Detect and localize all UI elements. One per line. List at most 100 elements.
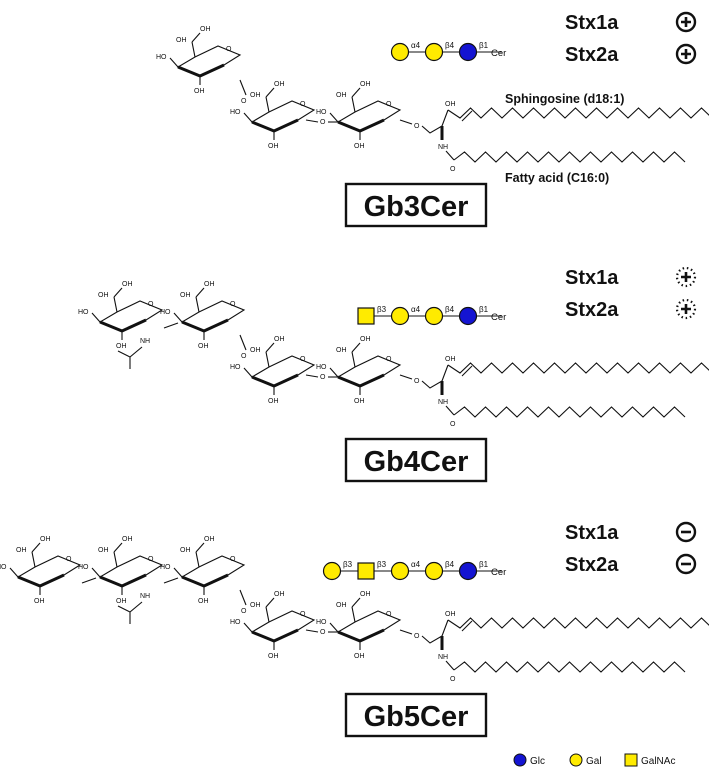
svg-text:O: O [450,676,456,683]
svg-text:HO: HO [316,109,327,116]
svg-text:O: O [300,101,306,108]
linkage-label: β4 [445,41,455,50]
svg-text:OH: OH [198,598,209,605]
galnac-symbol [357,307,375,325]
aglycone-label: Cer [491,48,506,59]
svg-text:O: O [320,119,326,126]
svg-text:OH: OH [360,81,371,88]
legend-glc-icon [513,753,527,767]
ceramide: O OH NH O [414,356,709,428]
svg-text:NH: NH [140,338,150,345]
svg-text:O: O [320,629,326,636]
compound-name-box [344,182,488,228]
toxin-label-stx1a: Stx1a [565,12,619,34]
svg-text:O: O [300,356,306,363]
svg-text:O: O [148,556,154,563]
svg-text:OH: OH [250,347,261,354]
svg-text:OH: OH [204,536,215,543]
svg-text:OH: OH [34,598,45,605]
svg-text:NH: NH [140,593,150,600]
svg-text:HO: HO [160,564,171,571]
svg-text:O: O [450,166,456,173]
svg-text:OH: OH [122,536,133,543]
svg-text:NH: NH [438,399,448,406]
svg-text:OH: OH [116,598,127,605]
binding-plus-icon [675,43,697,65]
svg-text:O: O [386,356,392,363]
svg-text:HO: HO [78,309,89,316]
svg-text:O: O [414,633,420,640]
legend-galnac-icon [624,753,638,767]
svg-text:OH: OH [180,547,191,554]
linkage-label: β3 [343,560,353,569]
svg-text:O: O [414,378,420,385]
compound-name: Gb4Cer [364,446,469,478]
glc-symbol [458,561,478,581]
svg-text:OH: OH [268,398,279,405]
svg-text:O: O [230,301,236,308]
linkage-label: β4 [445,560,455,569]
svg-text:OH: OH [40,536,51,543]
svg-text:OH: OH [274,336,285,343]
svg-text:OH: OH [176,37,187,44]
toxin-label-stx2a: Stx2a [565,44,619,66]
glc-symbol [458,42,478,62]
legend-gal-icon [569,753,583,767]
svg-text:HO: HO [316,619,327,626]
svg-text:OH: OH [336,602,347,609]
svg-text:OH: OH [274,81,285,88]
svg-text:OH: OH [122,281,133,288]
binding-plus-icon [675,11,697,33]
svg-text:OH: OH [204,281,215,288]
svg-text:OH: OH [445,611,456,618]
svg-text:OH: OH [354,143,365,150]
toxin-label-stx1a: Stx1a [565,267,619,289]
svg-text:OH: OH [268,143,279,150]
svg-text:O: O [386,101,392,108]
svg-text:O: O [320,374,326,381]
gal-symbol [424,561,444,581]
aglycone-label: Cer [491,312,506,323]
svg-text:OH: OH [198,343,209,350]
toxin-label-stx1a: Stx1a [565,522,619,544]
svg-text:HO: HO [230,619,241,626]
gal-symbol [390,306,410,326]
svg-text:OH: OH [116,343,127,350]
svg-text:O: O [386,611,392,618]
binding-minus-icon [675,553,697,575]
svg-text:O: O [226,46,232,53]
aglycone-label: Cer [491,567,506,578]
panel-gb5cer: OHOHHOOHOOHOHHOOHOOHOHHOOHONHOOHOHHOOHOO… [0,521,709,738]
svg-text:NH: NH [438,654,448,661]
glc-symbol [458,306,478,326]
svg-text:OH: OH [98,292,109,299]
svg-text:HO: HO [0,564,7,571]
fatty-acid-label: Fatty acid (C16:0) [505,171,609,185]
svg-text:OH: OH [16,547,27,554]
svg-text:O: O [241,608,247,615]
svg-text:OH: OH [445,356,456,363]
svg-text:OH: OH [354,398,365,405]
svg-text:HO: HO [316,364,327,371]
svg-text:OH: OH [336,347,347,354]
compound-name: Gb5Cer [364,701,469,733]
gal-symbol [322,561,342,581]
svg-text:OH: OH [268,653,279,660]
svg-text:O: O [450,421,456,428]
gal-symbol [424,306,444,326]
svg-text:HO: HO [156,54,167,61]
